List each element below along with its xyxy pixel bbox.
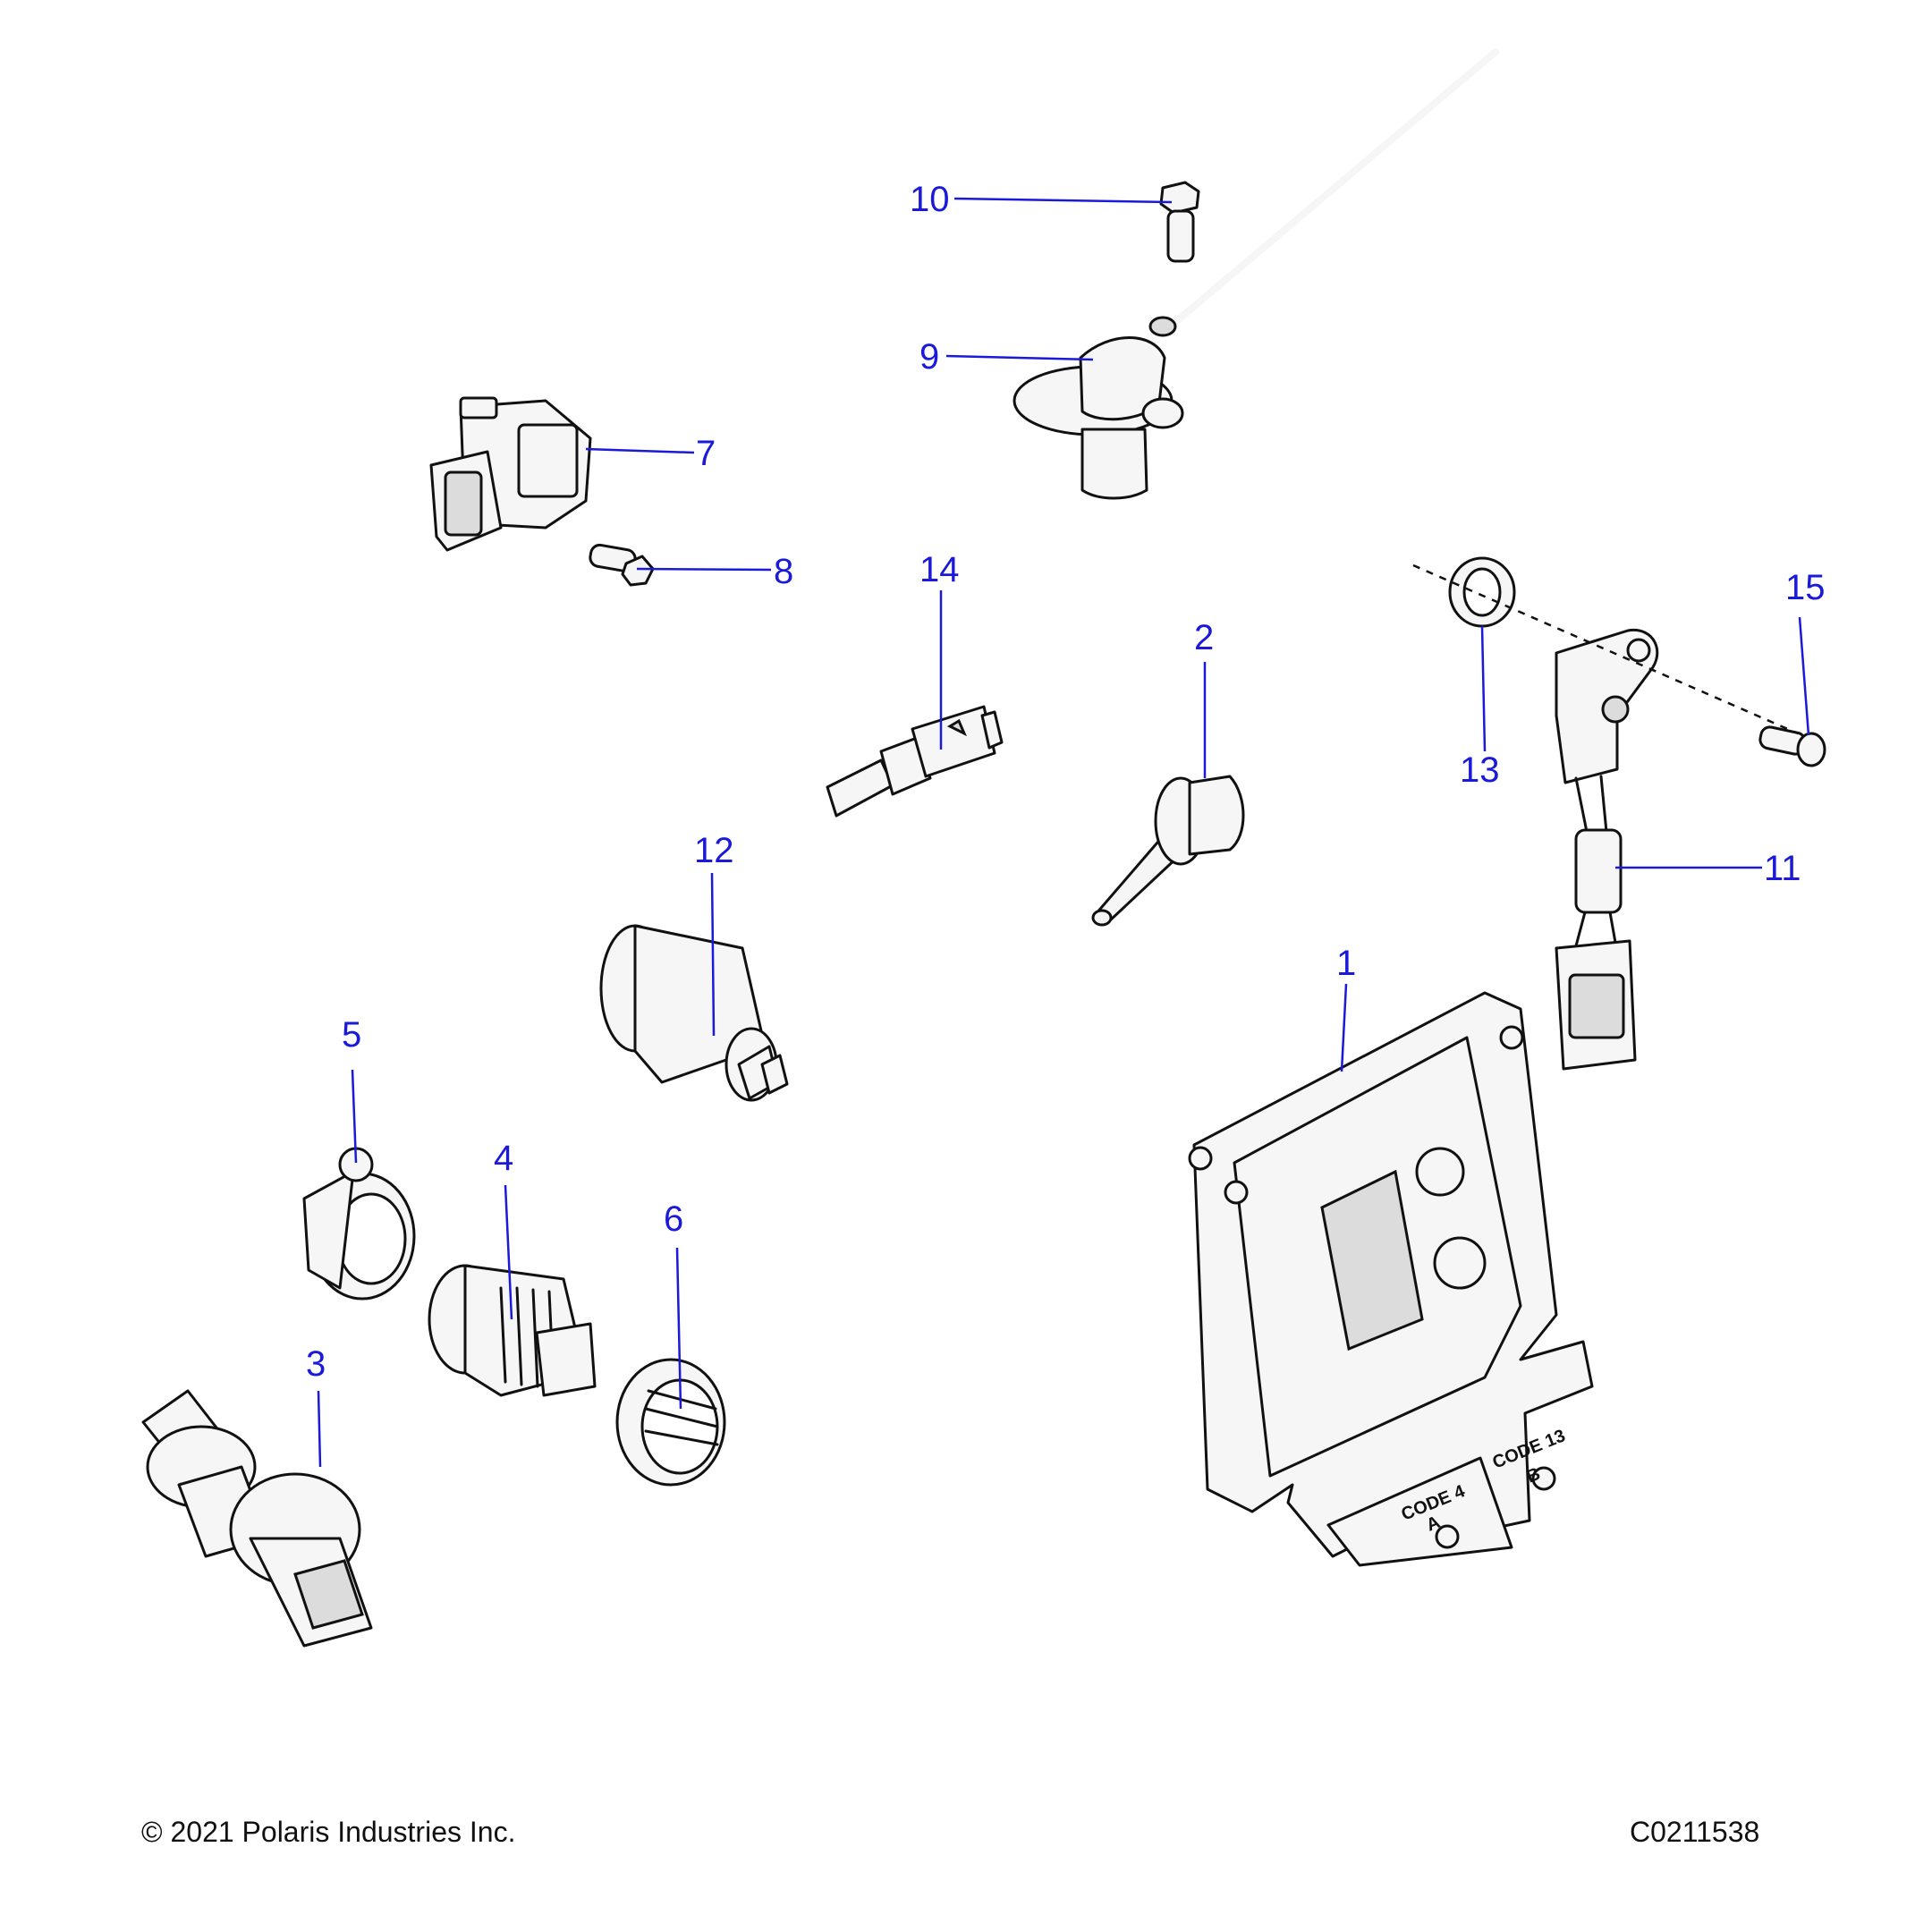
part-13-o-ring	[1448, 556, 1516, 628]
callout-1: 1	[1336, 944, 1356, 983]
part-1-ecu: CODE 4 A CODE 13 B	[1188, 991, 1594, 1567]
callout-7: 7	[696, 434, 716, 473]
leader-lines	[317, 197, 1810, 1468]
part-4-threaded-housing	[428, 1264, 597, 1397]
part-14-temp-sender	[826, 705, 1004, 818]
callout-9: 9	[919, 337, 939, 377]
part-7-map-sensor	[429, 396, 592, 552]
callout-13: 13	[1460, 750, 1500, 790]
callout-3: 3	[306, 1344, 326, 1384]
callout-11: 11	[1764, 849, 1801, 888]
drawing-number: C0211538	[1630, 1816, 1760, 1848]
part-9-speed-sensor	[1013, 48, 1499, 500]
callout-4: 4	[494, 1139, 513, 1178]
part-8-bolt	[589, 543, 655, 587]
callout-15: 15	[1785, 568, 1826, 607]
callout-5: 5	[342, 1015, 361, 1055]
part-6-nut	[615, 1358, 726, 1487]
part-2-air-temp-sensor	[1091, 775, 1245, 927]
part-3-ignition-switch	[141, 1389, 373, 1648]
part-12-flasher	[599, 924, 789, 1102]
part-5-bezel	[302, 1147, 416, 1301]
callout-12: 12	[694, 831, 734, 870]
callout-8: 8	[774, 552, 793, 591]
callout-numbers: 10 9 7 8 14 2 13 15 11 12 1 5 4 6 3	[306, 180, 1826, 1384]
callout-10: 10	[910, 180, 950, 219]
assembly-axis-line	[1412, 564, 1799, 735]
part-11-sensor-harness	[1555, 629, 1659, 1071]
part-15-screw	[1758, 725, 1826, 767]
copyright-text: © 2021 Polaris Industries Inc.	[141, 1816, 516, 1848]
callout-6: 6	[664, 1199, 683, 1239]
callout-2: 2	[1194, 618, 1214, 657]
part-10-bolt	[1159, 181, 1200, 263]
callout-14: 14	[919, 550, 960, 589]
